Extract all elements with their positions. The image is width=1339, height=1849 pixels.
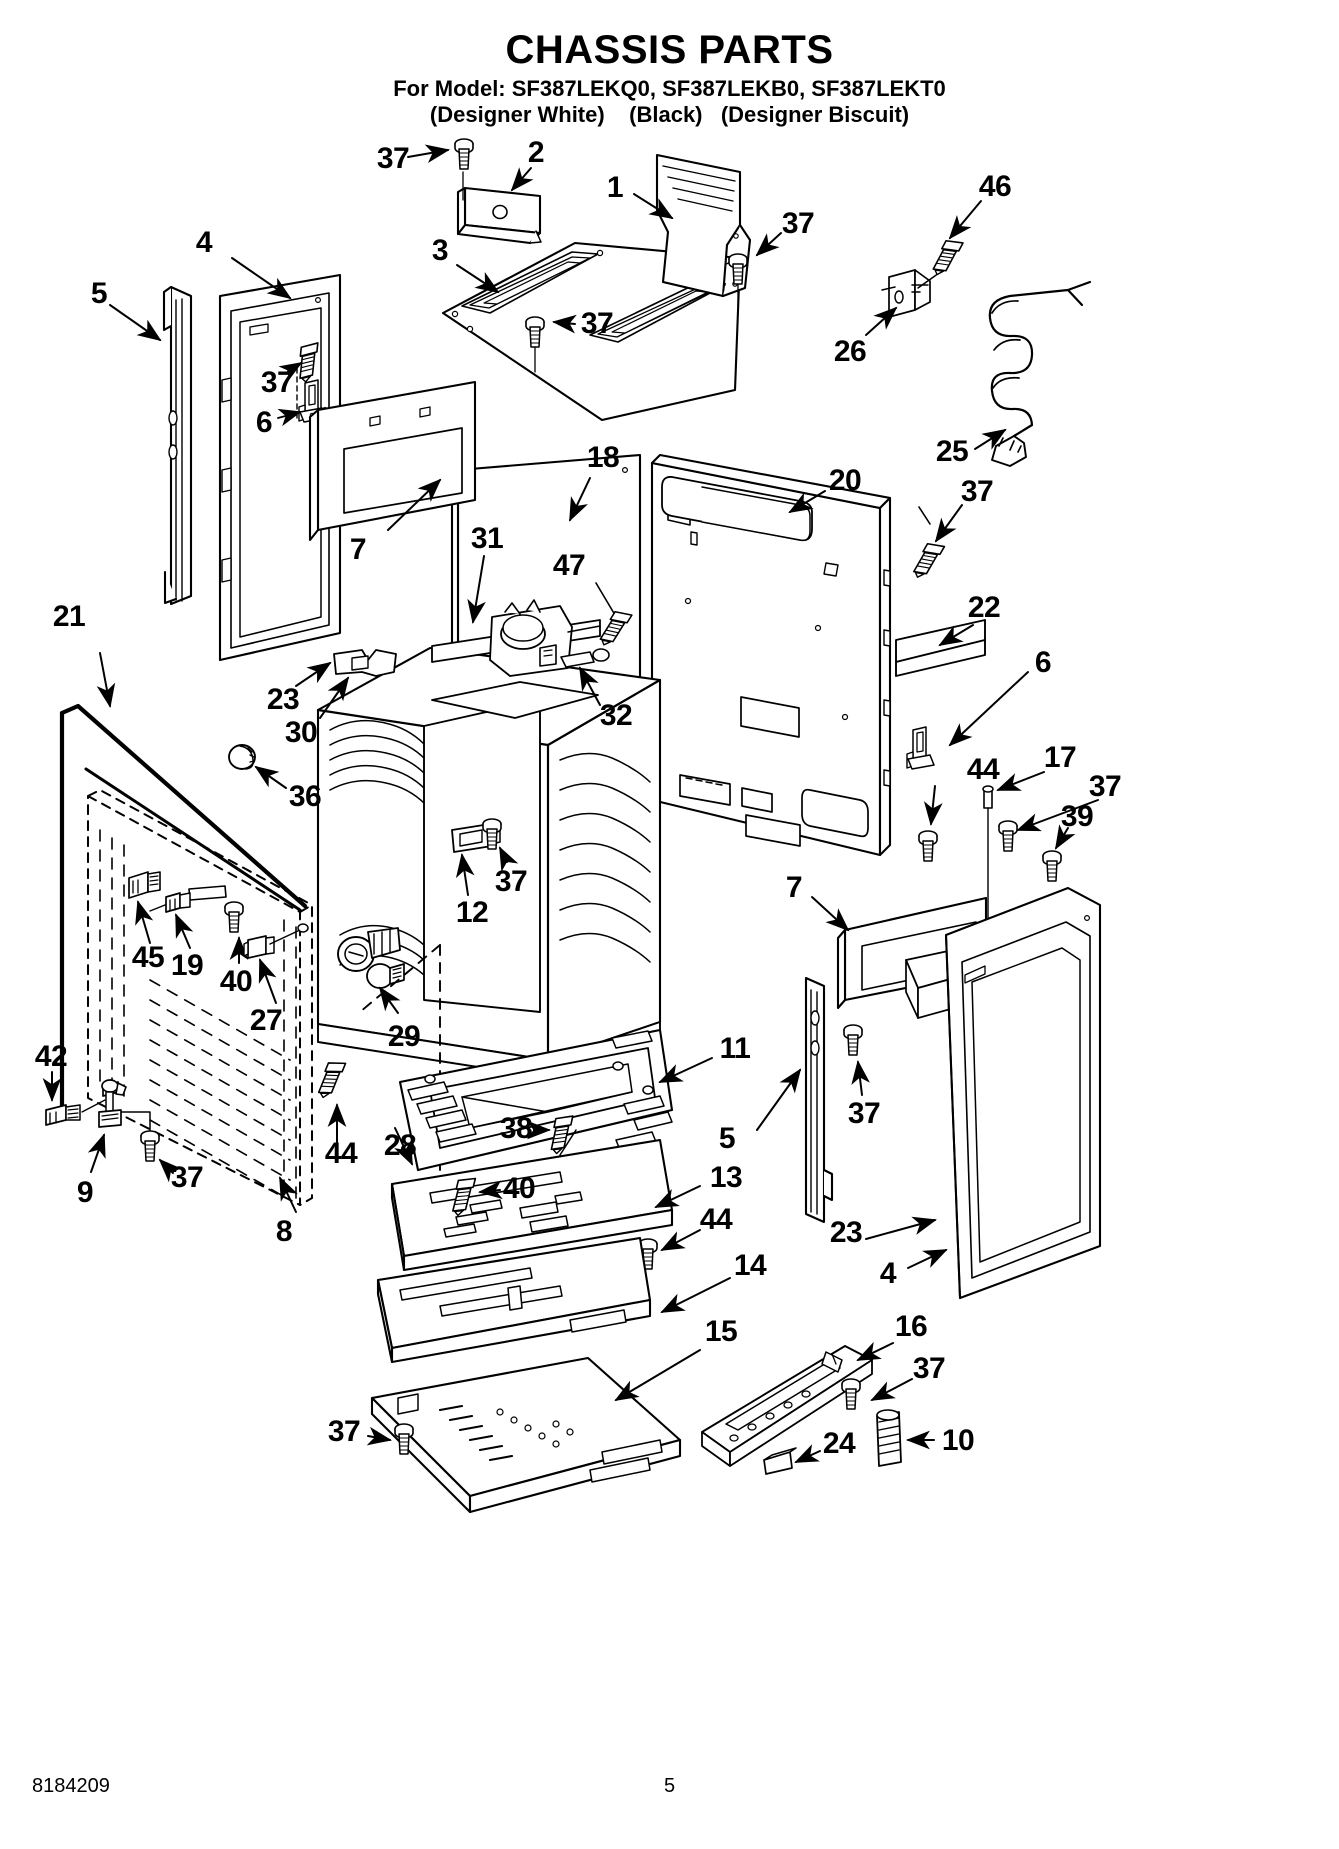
callout-number: 6 [255,406,273,439]
callout-number: 4 [195,226,213,259]
callout-number: 38 [499,1112,533,1145]
callout-number: 44 [699,1203,733,1236]
callout-number: 37 [260,366,294,399]
callout-number: 28 [383,1129,417,1162]
callout-number: 3 [431,234,449,267]
callout-number: 7 [785,871,803,904]
callout-number: 1 [606,171,624,204]
footer-part-number: 8184209 [32,1775,110,1797]
callout-number: 46 [978,170,1012,203]
callout-number: 2 [527,136,545,169]
callout-number: 24 [822,1427,856,1460]
callout-number: 22 [967,591,1001,624]
callout-number: 47 [552,549,586,582]
callout-number: 20 [828,464,862,497]
color-variants-line: (Designer White) (Black) (Designer Biscu… [429,102,910,127]
callout-number: 37 [781,207,815,240]
callout-number: 4 [879,1257,897,1290]
callout-number: 37 [912,1352,946,1385]
callout-number: 23 [829,1216,863,1249]
callout-number: 37 [170,1161,204,1194]
callout-number: 6 [1034,646,1052,679]
callout-number: 16 [894,1310,928,1343]
callout-number: 39 [1060,800,1094,833]
callout-number: 19 [170,949,204,982]
callout-number: 11 [719,1032,751,1065]
callout-number: 37 [1088,770,1122,803]
callout-number: 37 [327,1415,361,1448]
callout-number: 7 [349,533,367,566]
callout-number: 27 [249,1004,283,1037]
callout-number: 18 [586,441,620,474]
callout-number: 12 [455,896,489,929]
callout-number: 37 [847,1097,881,1130]
callout-number: 26 [833,335,867,368]
model-line: For Model: SF387LEKQ0, SF387LEKB0, SF387… [393,76,946,101]
callout-number: 31 [470,522,504,555]
callout-number: 37 [376,142,410,175]
callout-number: 5 [718,1122,736,1155]
callout-number: 44 [966,753,1000,786]
callout-number: 37 [494,865,528,898]
callout-number: 29 [387,1020,421,1053]
callout-number: 44 [324,1137,358,1170]
page-title: CHASSIS PARTS [505,28,834,72]
callout-number: 40 [219,965,253,998]
callout-number: 36 [288,780,322,813]
callout-number: 23 [266,683,300,716]
callout-number: 14 [733,1249,767,1282]
callout-number: 13 [709,1161,743,1194]
footer-page-number: 5 [663,1775,676,1797]
callout-number: 8 [275,1215,293,1248]
callout-number: 15 [704,1315,738,1348]
callout-number: 32 [599,699,633,732]
callout-number: 37 [580,307,614,340]
callout-number: 30 [284,716,318,749]
callout-number: 5 [90,277,108,310]
callout-number: 25 [935,435,969,468]
callout-number: 42 [34,1040,68,1073]
callout-number: 9 [76,1176,94,1209]
callout-number: 45 [131,941,165,974]
diagram-header: CHASSIS PARTS For Model: SF387LEKQ0, SF3… [0,28,1339,128]
callout-number: 37 [960,475,994,508]
callout-number: 21 [52,600,86,633]
callout-number: 40 [502,1172,536,1205]
callout-number: 10 [941,1424,975,1457]
callout-number: 17 [1043,741,1077,774]
